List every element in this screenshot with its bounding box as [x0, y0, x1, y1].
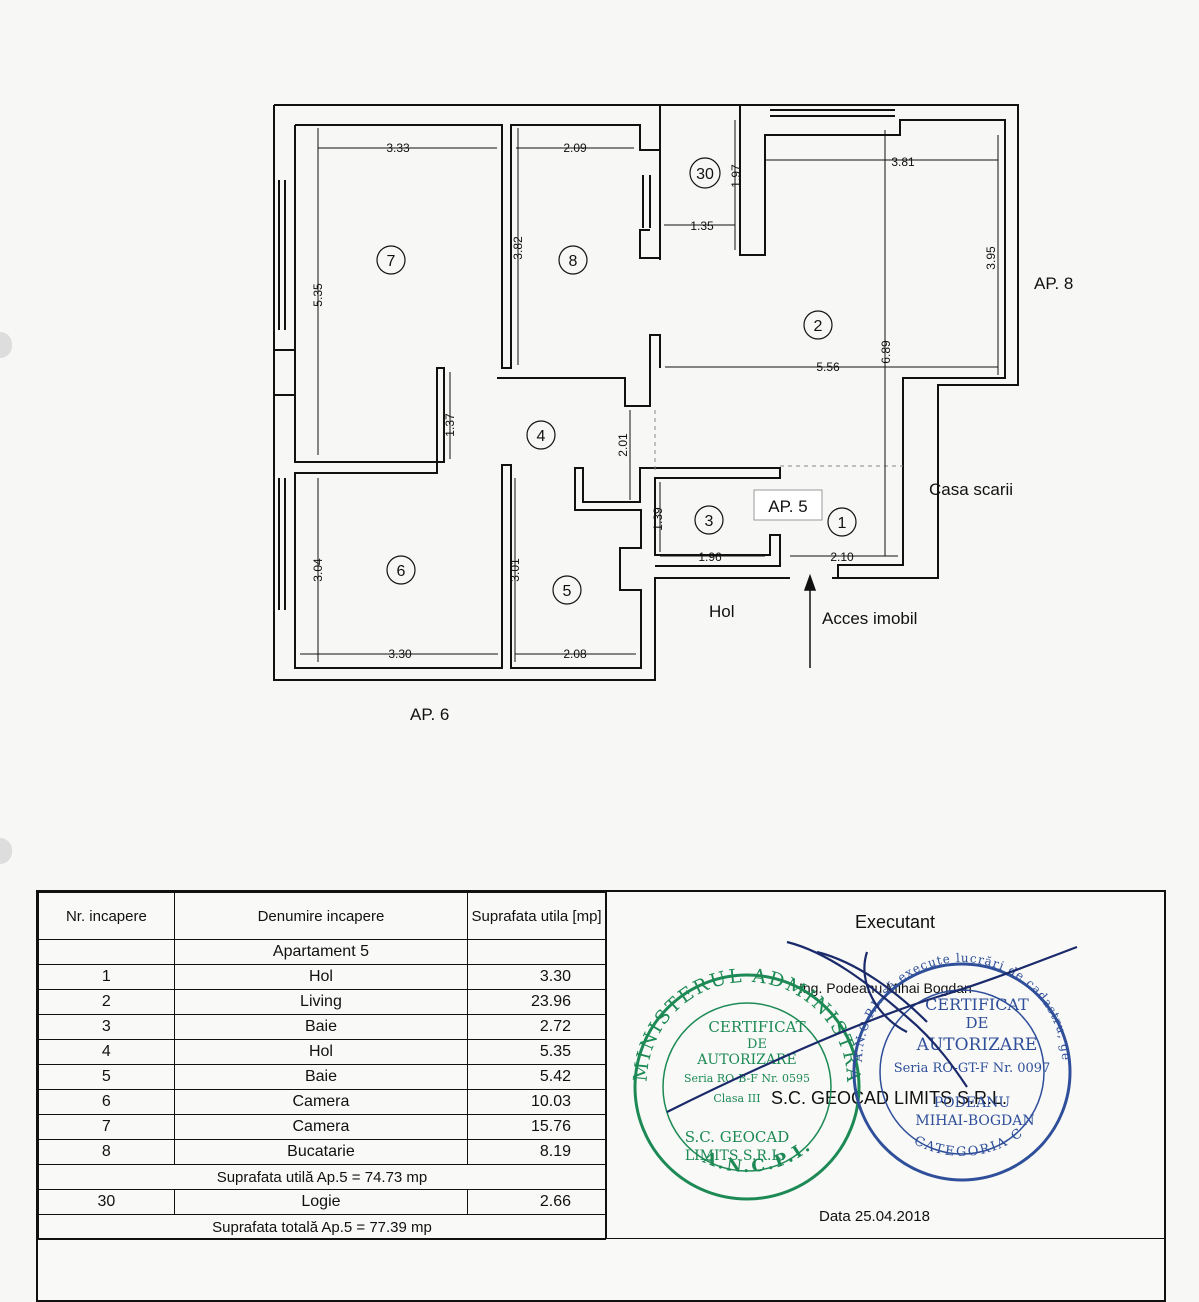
- access-arrow-icon: [803, 573, 817, 668]
- seal-left-text: Seria RO-B-F Nr. 0595: [684, 1072, 810, 1085]
- seal-right-text: Seria RO-GT-F Nr. 0097: [894, 1061, 1051, 1076]
- seal-right-text: DE: [966, 1014, 989, 1032]
- dim-label: 3.01: [508, 558, 522, 582]
- grand-total: Suprafata totală Ap.5 = 77.39 mp: [38, 1214, 606, 1240]
- dim-label: 2.01: [616, 433, 630, 457]
- access-label: Acces imobil: [822, 609, 917, 628]
- title-block: Nr. incapere Denumire incapere Suprafata…: [36, 890, 1166, 1302]
- outer-wall: [274, 104, 1019, 579]
- dim-label: 1.97: [729, 164, 743, 188]
- header-nr: Nr. incapere: [38, 892, 175, 940]
- signature-icon: [666, 940, 1078, 1113]
- neighbor-label-bottom: AP. 6: [410, 705, 449, 724]
- useful-total: Suprafata utilă Ap.5 = 74.73 mp: [38, 1164, 606, 1190]
- dim-label: 3.30: [388, 647, 412, 661]
- room-number: 6: [397, 563, 406, 580]
- inner-wall: [295, 124, 661, 369]
- inner-wall: [294, 125, 781, 669]
- inner-wall: [739, 105, 1006, 578]
- dim-label: 3.82: [511, 236, 525, 260]
- empty-cell: [38, 1238, 606, 1301]
- dim-label: 1.35: [690, 219, 714, 233]
- dim-label: 3.81: [891, 155, 915, 169]
- stamps: MINISTERUL ADMINISTRATIEI SI INTERNELOR …: [607, 922, 1078, 1201]
- stair-label: Casa scarii: [929, 480, 1013, 499]
- seal-left-text: Clasa III: [713, 1092, 760, 1105]
- seal-right-bottom: CATEGORIA C: [911, 1125, 1027, 1160]
- seal-right-text: AUTORIZARE: [916, 1035, 1038, 1055]
- date: Data 25.04.2018: [819, 1208, 930, 1225]
- room-number: 30: [696, 166, 714, 183]
- seal-left-text: CERTIFICAT: [708, 1018, 805, 1036]
- seal-left-text: DE: [747, 1037, 767, 1052]
- executant-panel: Executant Ing. Podeanu Mihai Bogdan S.C.…: [606, 892, 1165, 1239]
- room-number: 8: [569, 253, 578, 270]
- room-number: 3: [705, 513, 714, 530]
- neighbor-label-right: AP. 8: [1034, 274, 1073, 293]
- dim-label: 3.33: [386, 141, 410, 155]
- floor-plan: 3.33 2.09 3.81 1.97 1.35 5.35 3.82 3.95 …: [273, 104, 1073, 724]
- room-number: 1: [838, 515, 847, 532]
- punch-hole-icon: [0, 838, 12, 864]
- rooms-table: Nr. incapere Denumire incapere Suprafata…: [38, 892, 606, 1240]
- seal-left-icon: [633, 973, 861, 1201]
- dim-label: 5.35: [311, 283, 325, 307]
- room-number: 2: [814, 318, 823, 335]
- dim-label: 1.39: [651, 507, 665, 531]
- dim-label: 5.56: [816, 360, 840, 374]
- section-title: Apartament 5: [173, 939, 469, 965]
- dim-label: 2.08: [563, 647, 587, 661]
- dim-label: 3.04: [311, 558, 325, 582]
- dim-label: 3.95: [984, 246, 998, 270]
- room-number: 7: [387, 253, 396, 270]
- header-area: Suprafata utila [mp]: [467, 892, 606, 940]
- executant-title: Executant: [855, 912, 936, 932]
- seal-left-text: LIMITS S.R.L.: [685, 1148, 785, 1164]
- engineer-name: Ing. Podeanu Mihai Bogdan: [799, 980, 972, 996]
- header-name: Denumire incapere: [173, 892, 469, 940]
- outer-wall: [273, 105, 790, 681]
- dim-label: 1.37: [443, 413, 457, 437]
- hall-label: Hol: [709, 602, 735, 621]
- dim-label: 2.09: [563, 141, 587, 155]
- punch-hole-icon: [0, 332, 12, 358]
- room-number: 5: [563, 583, 572, 600]
- seal-right-text: CERTIFICAT: [925, 995, 1029, 1014]
- dim-label: 6.89: [879, 340, 893, 364]
- dim-label: 2.10: [830, 550, 854, 564]
- seal-right-text: MIHAI-BOGDAN: [915, 1113, 1034, 1129]
- room-number: 4: [537, 428, 546, 445]
- inner-wall: [497, 334, 661, 407]
- dim-label: 1.96: [698, 550, 722, 564]
- seal-left-text: S.C. GEOCAD: [685, 1128, 790, 1146]
- apartment-label: AP. 5: [768, 497, 807, 516]
- seal-right-text: PODEANU: [934, 1095, 1011, 1111]
- seal-left-text: AUTORIZARE: [696, 1052, 796, 1068]
